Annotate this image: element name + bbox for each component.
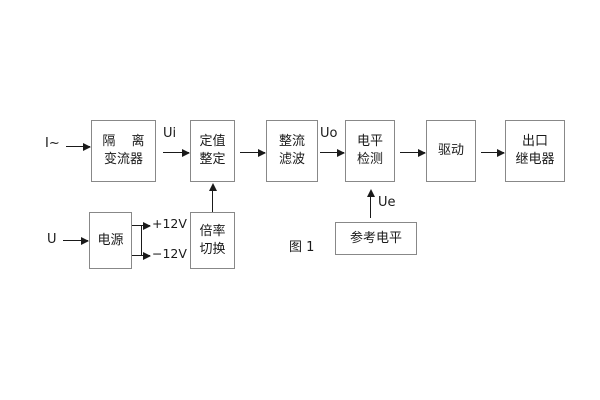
block-isolation-transformer[interactable]: 隔 离 变流器 xyxy=(91,120,156,182)
arrow-multiplier-to-setting xyxy=(208,183,217,212)
block-setting-line-1: 定值 xyxy=(199,134,226,150)
arrow-current-to-isolation xyxy=(66,142,91,151)
block-multiplier-switch[interactable]: 倍率 切换 xyxy=(190,212,235,269)
arrow-rail-negative xyxy=(132,251,151,260)
block-reference-level[interactable]: 参考电平 xyxy=(335,222,417,255)
block-output-line-1: 出口 xyxy=(521,134,548,150)
block-drive-line-1: 驱动 xyxy=(437,143,464,159)
power-rail-riser xyxy=(141,225,142,255)
uo-signal-label: Uo xyxy=(320,126,338,141)
ui-signal-label: Ui xyxy=(163,126,177,141)
block-multiplier-line-2: 切换 xyxy=(199,241,226,257)
block-level-line-1: 电平 xyxy=(356,134,383,150)
arrow-voltage-to-power xyxy=(63,236,89,245)
block-multiplier-line-1: 倍率 xyxy=(199,223,226,239)
block-level-detection[interactable]: 电平 检测 xyxy=(345,120,395,182)
block-setting-line-2: 整定 xyxy=(199,152,226,167)
block-rectifier-line-1: 整流 xyxy=(278,134,305,150)
block-output-relay[interactable]: 出口 继电器 xyxy=(505,120,565,182)
ue-signal-label: Ue xyxy=(378,195,396,210)
block-rectifier-filter[interactable]: 整流 滤波 xyxy=(266,120,318,182)
arrow-setting-to-rectifier xyxy=(240,148,266,157)
block-value-setting[interactable]: 定值 整定 xyxy=(190,120,235,182)
current-input-label: I~ xyxy=(45,136,60,151)
block-level-line-2: 检测 xyxy=(356,152,383,167)
voltage-input-label: U xyxy=(47,232,57,247)
arrow-isolation-to-setting xyxy=(163,148,190,157)
rail-negative-label: −12V xyxy=(152,246,187,261)
block-rectifier-line-2: 滤波 xyxy=(278,152,305,167)
arrow-level-to-drive xyxy=(400,148,426,157)
block-isolation-line-1: 隔 离 xyxy=(102,134,151,150)
block-output-line-2: 继电器 xyxy=(515,152,555,167)
block-power-line-1: 电源 xyxy=(97,232,124,248)
arrow-reference-to-level xyxy=(366,189,375,218)
arrow-rectifier-to-level xyxy=(320,148,345,157)
arrow-rail-positive xyxy=(132,221,151,230)
block-reference-line-1: 参考电平 xyxy=(349,230,402,246)
rail-positive-label: +12V xyxy=(152,216,187,231)
block-isolation-line-2: 变流器 xyxy=(103,152,143,167)
block-drive[interactable]: 驱动 xyxy=(426,120,476,182)
block-power-supply[interactable]: 电源 xyxy=(89,212,132,269)
arrow-drive-to-output xyxy=(481,148,505,157)
figure-caption: 图 1 xyxy=(289,240,315,255)
